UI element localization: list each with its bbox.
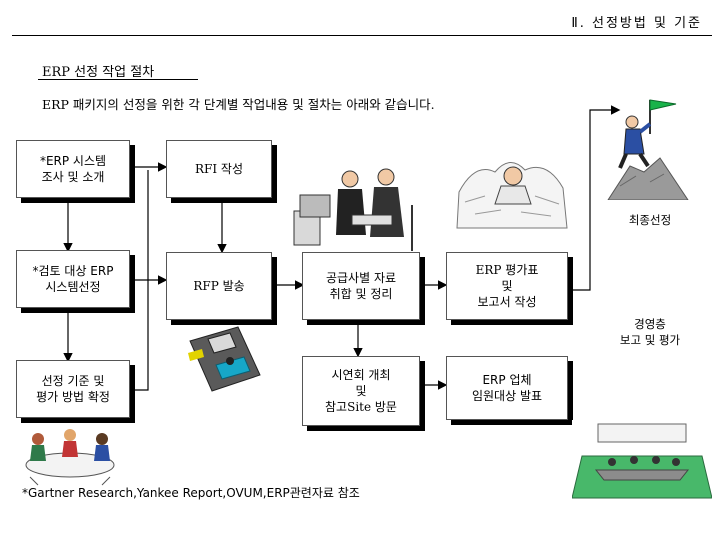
step-evaltable: ERP 평가표 및 보고서 작성 — [446, 252, 568, 320]
presentation-room-icon — [572, 420, 712, 500]
flag-icon — [649, 99, 677, 134]
reference-footnote: *Gartner Research,Yankee Report,OVUM,ERP… — [22, 486, 360, 500]
step-candidate: *검토 대상 ERP 시스템선정 — [16, 250, 130, 308]
intro-text: ERP 패키지의 선정을 위한 각 단계별 작업내용 및 절차는 아래와 같습니… — [42, 97, 435, 112]
line-criteria-up — [128, 170, 149, 391]
section-title-underline — [38, 79, 198, 80]
label-final-selection: 최종선정 — [628, 213, 672, 227]
floppy-disk-icon — [188, 326, 261, 392]
header-divider — [12, 35, 712, 36]
step-demo: 시연회 개최 및 참고Site 방문 — [302, 356, 420, 426]
section-title: ERP 선정 작업 절차 — [42, 65, 155, 80]
arrow-evaltable-to-final — [567, 105, 621, 291]
climbing-man-icon — [607, 99, 689, 200]
step-rfp: RFP 발송 — [166, 252, 272, 320]
paperwork-man-icon — [456, 162, 568, 229]
step-criteria: 선정 기준 및 평가 방법 확정 — [16, 360, 130, 418]
step-rfi: RFI 작성 — [166, 140, 272, 198]
step-announce: ERP 업체 임원대상 발표 — [446, 356, 568, 420]
meeting-people-icon — [293, 168, 413, 251]
label-executive-review: 경영층 보고 및 평가 — [619, 317, 681, 347]
step-survey: *ERP 시스템 조사 및 소개 — [16, 140, 130, 198]
conference-table-icon — [25, 429, 115, 486]
step-supplier: 공급사별 자료 취합 및 정리 — [302, 252, 420, 320]
page-header-title: Ⅱ. 선정방법 및 기준 — [571, 16, 702, 31]
